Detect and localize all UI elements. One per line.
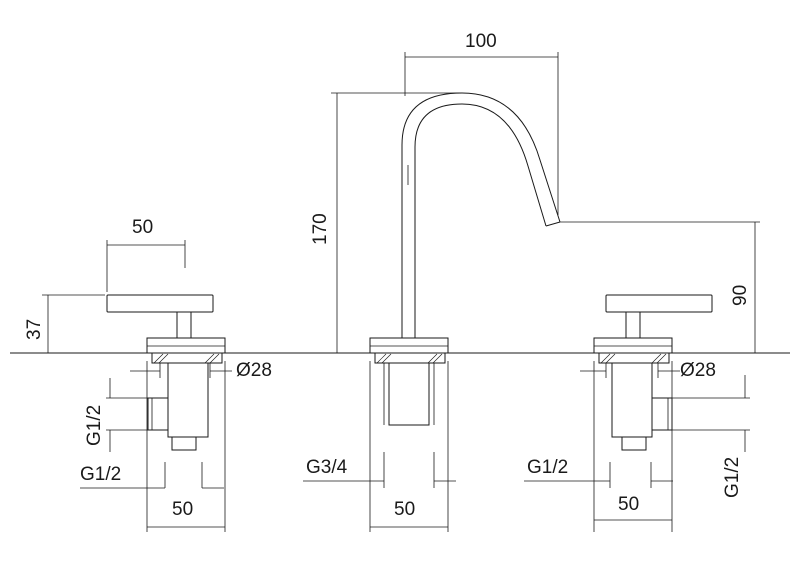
handle-height-label: 37 [24, 319, 45, 340]
right-bottom-thread-label: G1/2 [527, 457, 568, 478]
left-washer-hatch [153, 353, 220, 364]
handle-width-label: 50 [132, 217, 153, 238]
left-handle-valve [106, 294, 226, 532]
center-spacing-label: 50 [394, 499, 415, 520]
spout-reach-label: 100 [465, 31, 497, 52]
right-side-thread-label: G1/2 [722, 457, 743, 498]
left-side-thread-label: G1/2 [84, 405, 105, 446]
center-washer-hatch [376, 353, 443, 364]
right-washer-hatch [600, 353, 667, 364]
center-spout [369, 92, 561, 532]
outlet-height-label: 90 [730, 285, 751, 306]
spout-height-label: 170 [310, 213, 331, 245]
left-bottom-thread-label: G1/2 [80, 464, 121, 485]
right-handle-valve [593, 294, 713, 532]
left-valve-spacing-label: 50 [172, 499, 193, 520]
right-valve-spacing-label: 50 [618, 494, 639, 515]
right-flange-diameter-label: Ø28 [680, 360, 716, 381]
left-flange-diameter-label: Ø28 [236, 360, 272, 381]
center-thread-label: G3/4 [306, 457, 348, 478]
dimension-lines [42, 52, 760, 528]
